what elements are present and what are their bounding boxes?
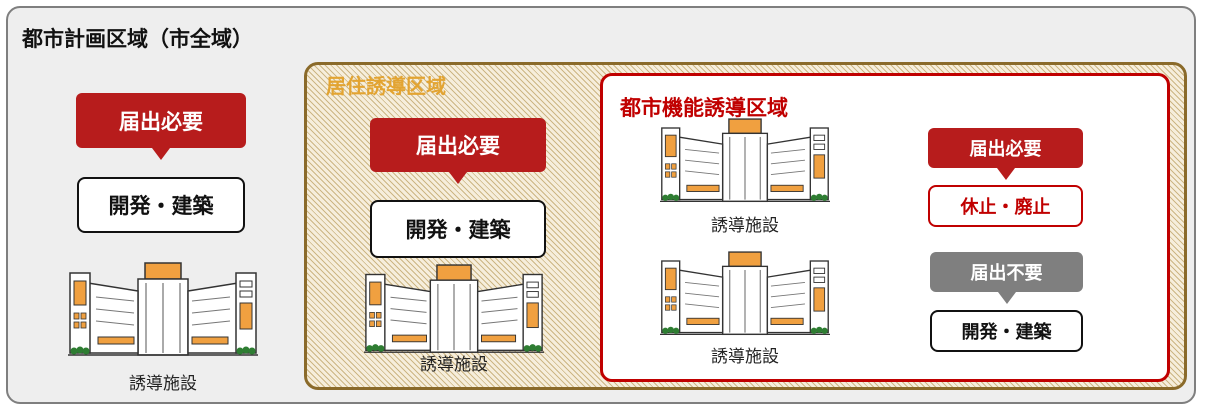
suspend-abolish-label: 休止・廃止	[960, 197, 1051, 218]
facility-building-icon	[364, 263, 544, 358]
urban-function-guidance-area-title: 都市機能誘導区域	[620, 96, 788, 120]
notify-required-callout-city: 届出必要	[76, 93, 246, 148]
notify-required-callout-urban: 届出必要	[928, 128, 1083, 168]
develop-build-box-urban: 開発・建築	[930, 310, 1083, 352]
facility-building-icon	[68, 261, 258, 361]
facility-caption: 誘導施設	[711, 216, 779, 236]
facility-caption: 誘導施設	[129, 374, 197, 394]
notify-not-required-callout: 届出不要	[930, 252, 1083, 292]
notify-required-callout-residential: 届出必要	[370, 118, 546, 172]
city-planning-area-title: 都市計画区域（市全域）	[22, 27, 253, 51]
residential-guidance-area-title: 居住誘導区域	[326, 74, 446, 98]
notify-required-label: 届出必要	[416, 134, 500, 158]
facility-caption: 誘導施設	[420, 355, 488, 375]
notify-required-label: 届出必要	[119, 109, 203, 134]
suspend-abolish-box: 休止・廃止	[928, 185, 1083, 227]
notify-required-label: 届出必要	[969, 139, 1042, 160]
facility-caption: 誘導施設	[711, 347, 779, 367]
develop-build-box-residential: 開発・建築	[370, 200, 546, 258]
facility-building-icon	[660, 117, 830, 207]
develop-build-label: 開発・建築	[961, 322, 1052, 343]
notify-not-required-label: 届出不要	[970, 263, 1043, 284]
develop-build-label: 開発・建築	[108, 194, 214, 218]
develop-build-label: 開発・建築	[405, 218, 511, 242]
facility-building-icon	[660, 250, 830, 340]
develop-build-box-city: 開発・建築	[77, 177, 245, 233]
